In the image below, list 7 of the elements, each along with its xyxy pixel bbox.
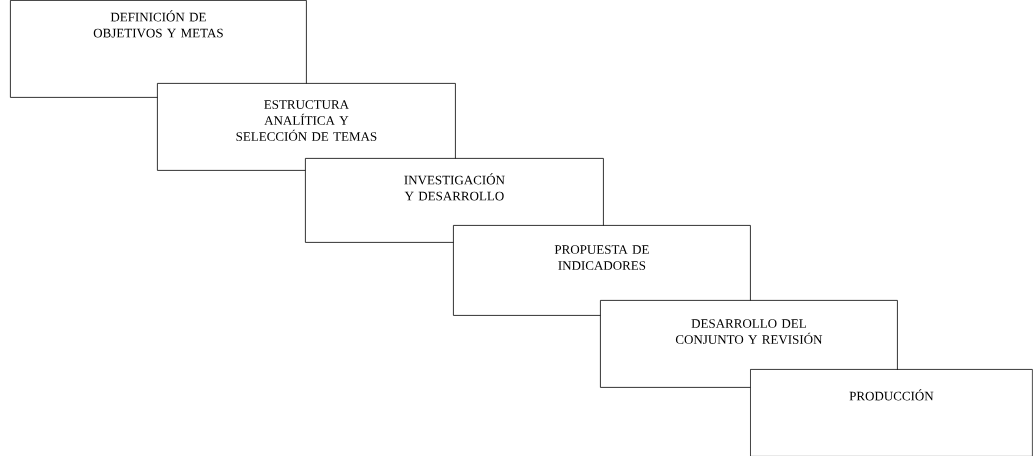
process-box: DEFINICIÓN DE OBJETIVOS Y METAS (10, 0, 307, 98)
process-box: ESTRUCTURA ANALÍTICA Y SELECCIÓN DE TEMAS (157, 83, 456, 171)
node-label: PRODUCCIÓN (849, 389, 934, 401)
process-box: PROPUESTA DE INDICADORES (453, 225, 751, 316)
process-box: INVESTIGACIÓN Y DESARROLLO (305, 158, 604, 243)
process-box: PRODUCCIÓN (750, 369, 1033, 456)
process-box: DESARROLLO DEL CONJUNTO Y REVISIÓN (600, 300, 898, 388)
